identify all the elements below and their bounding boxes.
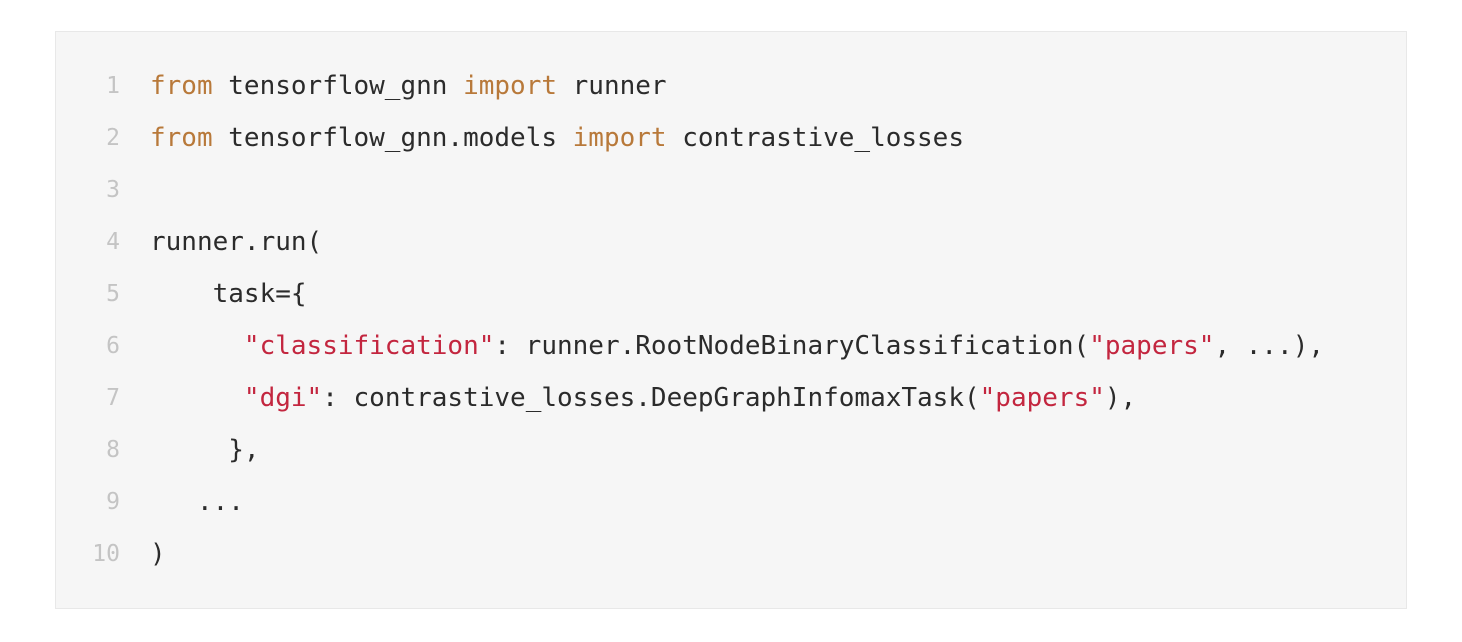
code-token — [150, 331, 244, 361]
code-token: contrastive_losses — [666, 123, 964, 153]
string-token: "papers" — [1089, 331, 1215, 361]
string-token: "papers" — [979, 383, 1105, 413]
line-number: 7 — [106, 385, 120, 411]
line-number: 5 — [106, 281, 120, 307]
string-token: "classification" — [243, 331, 495, 361]
line-number: 9 — [106, 489, 120, 515]
code-text: }, — [150, 424, 260, 476]
keyword-token: import — [572, 123, 667, 153]
code-text: task={ — [150, 268, 307, 320]
code-text: from tensorflow_gnn.models import contra… — [150, 112, 964, 164]
code-token: runner.run( — [150, 227, 323, 257]
code-text: "classification": runner.RootNodeBinaryC… — [150, 320, 1324, 372]
code-line: 8 }, — [56, 424, 1406, 476]
code-text: ) — [150, 528, 166, 580]
code-line: 6 "classification": runner.RootNodeBinar… — [56, 320, 1406, 372]
code-token: ), — [1104, 383, 1137, 413]
code-token: tensorflow_gnn.models — [212, 123, 573, 153]
keyword-token: import — [463, 71, 557, 101]
code-token: : contrastive_losses.DeepGraphInfomaxTas… — [322, 383, 980, 413]
code-line: 10) — [56, 528, 1406, 580]
code-text: runner.run( — [150, 216, 322, 268]
code-line: 2 from tensorflow_gnn.models import contr… — [56, 112, 1406, 164]
code-text: ... — [150, 476, 244, 528]
code-block: 1 from tensorflow_gnn import runner 2 from … — [55, 31, 1407, 609]
code-token: ) — [150, 539, 166, 569]
line-number: 4 — [106, 229, 120, 255]
line-number: 6 — [106, 333, 120, 359]
code-token: tensorflow_gnn — [212, 71, 464, 101]
code-token — [150, 383, 244, 413]
code-line: 5 task={ — [56, 268, 1406, 320]
code-token: , ...), — [1214, 331, 1325, 361]
code-token: runner — [557, 71, 667, 101]
code-line: 1 from tensorflow_gnn import runner — [56, 60, 1406, 112]
keyword-token: from — [150, 71, 213, 101]
keyword-token: from — [150, 123, 213, 153]
line-number: 1 — [106, 73, 120, 99]
line-number: 10 — [92, 541, 120, 567]
code-line: 4 runner.run( — [56, 216, 1406, 268]
line-number: 3 — [106, 177, 120, 203]
code-token: : runner.RootNodeBinaryClassification( — [494, 331, 1090, 361]
string-token: "dgi" — [243, 383, 323, 413]
code-token: task={ — [150, 279, 307, 309]
code-line: 7 "dgi": contrastive_losses.DeepGraphInf… — [56, 372, 1406, 424]
line-number: 2 — [106, 125, 120, 151]
code-token: }, — [150, 435, 260, 465]
code-token: ... — [150, 487, 244, 517]
code-text: from tensorflow_gnn import runner — [150, 60, 667, 112]
code-text: "dgi": contrastive_losses.DeepGraphInfom… — [150, 372, 1136, 424]
code-line: 9 ... — [56, 476, 1406, 528]
line-number: 8 — [106, 437, 120, 463]
code-line: 3 — [56, 164, 1406, 216]
